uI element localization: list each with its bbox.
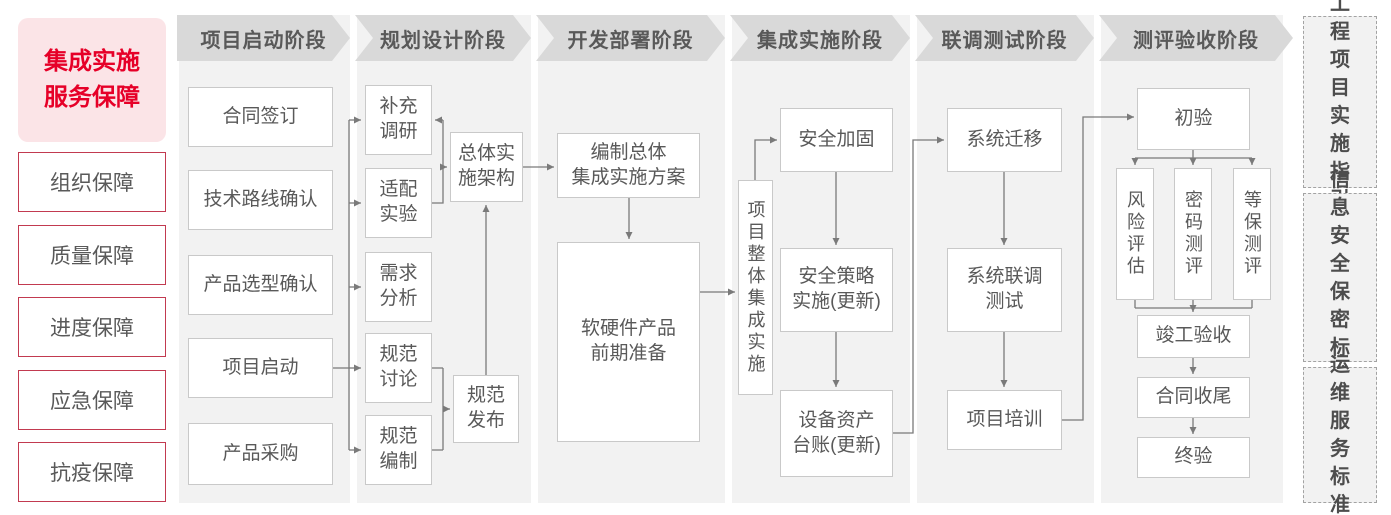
node-joint-debug-test: 系统联调 测试 [947, 248, 1062, 332]
sidebar-item-schedule: 进度保障 [18, 297, 166, 357]
phase-banner-planning: 规划设计阶段 [355, 15, 531, 61]
node-classified-protection-eval: 等保测评 [1233, 168, 1271, 300]
node-hw-sw-preparation: 软硬件产品 前期准备 [557, 242, 700, 442]
node-contract-closure: 合同收尾 [1137, 377, 1250, 418]
node-crypto-evaluation: 密码测评 [1174, 168, 1212, 300]
standard-box-engineering-guide: 工程 项目 实施 指引 [1303, 0, 1377, 211]
node-product-selection-confirm: 产品选型确认 [188, 255, 333, 315]
phase-banner-acceptance: 测评验收阶段 [1099, 15, 1293, 61]
node-asset-ledger-update: 设备资产 台账(更新) [780, 390, 893, 477]
phase-banner-kickoff: 项目启动阶段 [177, 15, 350, 61]
node-project-kickoff: 项目启动 [188, 338, 333, 398]
phase-banner-testing: 联调测试阶段 [915, 15, 1094, 61]
node-supplementary-research: 补充 调研 [365, 85, 432, 155]
node-spec-release: 规范 发布 [453, 375, 519, 443]
node-security-policy-impl: 安全策略 实施(更新) [780, 248, 893, 332]
node-spec-discussion: 规范 讨论 [365, 333, 432, 403]
node-spec-drafting: 规范 编制 [365, 415, 432, 485]
node-risk-assessment: 风险评估 [1116, 168, 1154, 300]
phase-banner-deployment: 开发部署阶段 [536, 15, 725, 61]
node-initial-acceptance: 初验 [1137, 88, 1250, 150]
sidebar-item-organization: 组织保障 [18, 152, 166, 212]
node-project-training: 项目培训 [947, 390, 1062, 450]
node-system-migration: 系统迁移 [947, 108, 1062, 172]
sidebar-item-epidemic: 抗疫保障 [18, 442, 166, 502]
node-overall-integration-impl: 项目整体集成实施 [738, 180, 773, 395]
node-completion-acceptance: 竣工验收 [1137, 315, 1250, 358]
standard-box-ops-standard: 运维 服务 标准 [1303, 354, 1377, 515]
sidebar-item-emergency: 应急保障 [18, 370, 166, 430]
sidebar-title-card: 集成实施 服务保障 [18, 18, 166, 142]
node-overall-integration-plan: 编制总体 集成实施方案 [557, 133, 700, 198]
node-final-acceptance: 终验 [1137, 437, 1250, 478]
node-tech-route-confirm: 技术路线确认 [188, 170, 333, 230]
node-adaptation-experiment: 适配 实验 [365, 168, 432, 238]
node-requirement-analysis: 需求 分析 [365, 252, 432, 322]
node-overall-impl-architecture: 总体实 施架构 [450, 132, 523, 202]
sidebar-item-quality: 质量保障 [18, 225, 166, 285]
node-contract-signing: 合同签订 [188, 87, 333, 147]
phase-banner-integration: 集成实施阶段 [730, 15, 910, 61]
node-product-procurement: 产品采购 [188, 423, 333, 485]
node-security-hardening: 安全加固 [780, 108, 893, 172]
standard-box-security-standard: 信息 安全 保密 标准 [1303, 169, 1377, 387]
